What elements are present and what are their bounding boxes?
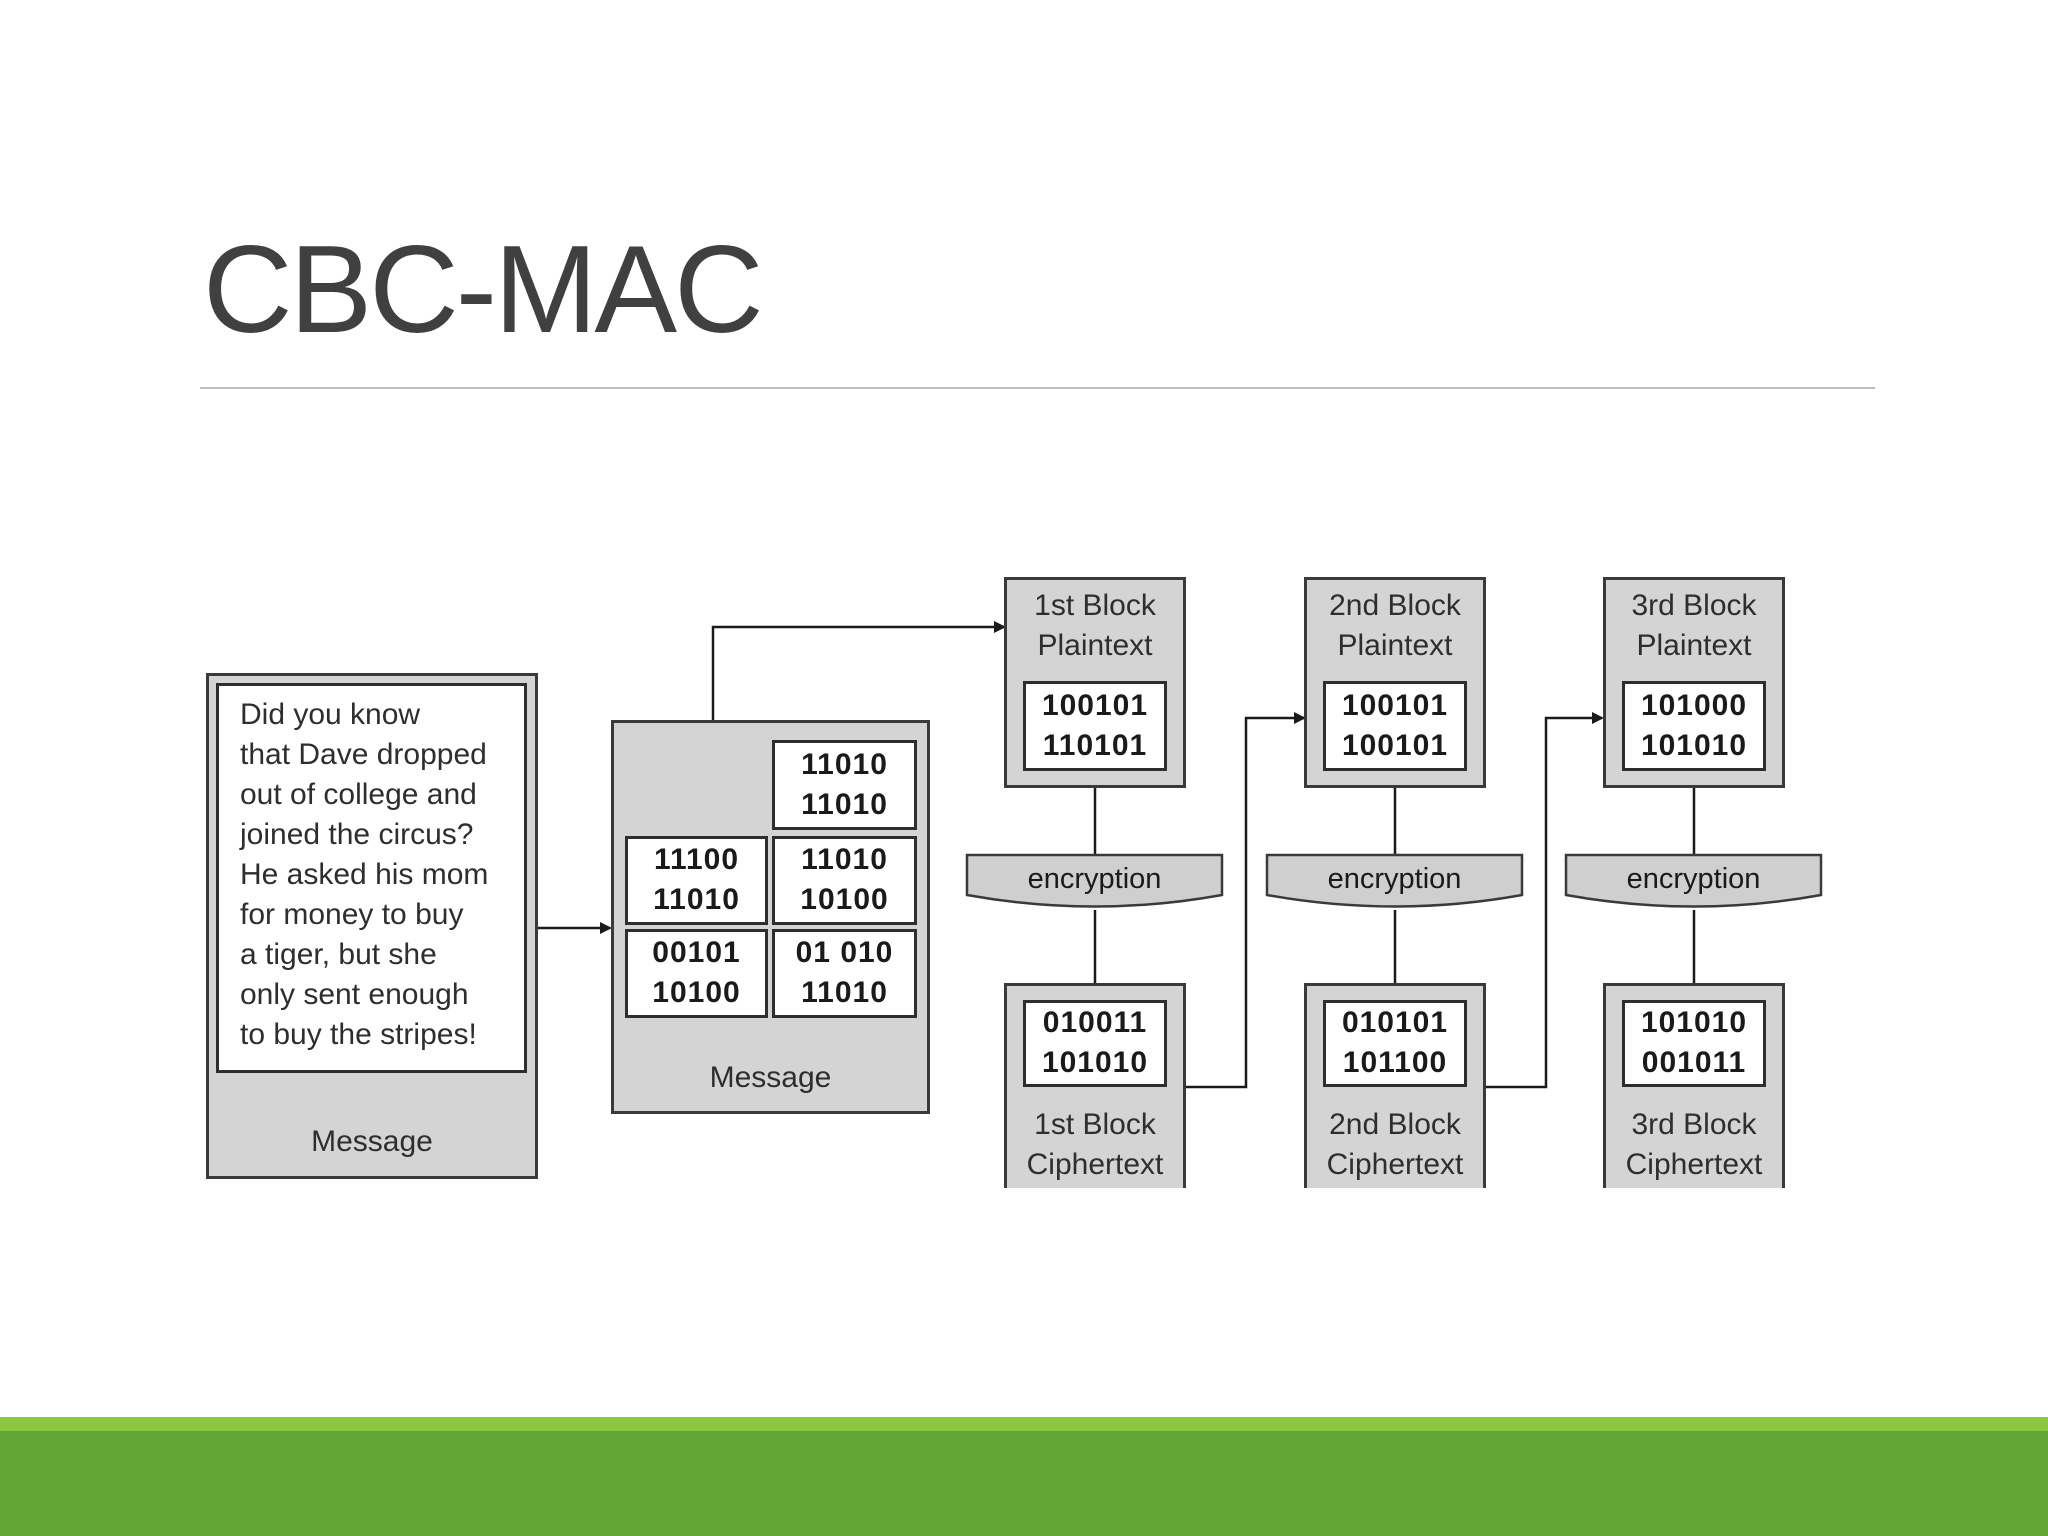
message-line: a tiger, but she xyxy=(240,938,437,971)
split-cell xyxy=(772,740,917,830)
encryption-banner-2 xyxy=(1265,853,1524,908)
message-line: that Dave dropped xyxy=(240,738,487,771)
block2-encryption-label: encryption xyxy=(1327,863,1462,895)
split-cell xyxy=(772,929,917,1018)
block2-plaintext-bits-panel xyxy=(1323,681,1467,771)
split-cell xyxy=(625,929,768,1018)
message-label: Message xyxy=(311,1125,433,1158)
block3-encryption-label: encryption xyxy=(1626,863,1761,895)
message-text-panel xyxy=(216,683,527,1073)
block1-ciphertext-bits-panel xyxy=(1023,1000,1167,1087)
message-line: for money to buy xyxy=(240,898,464,931)
message-line: to buy the stripes! xyxy=(240,1018,477,1051)
split-cell xyxy=(772,836,917,925)
message-line: Did you know xyxy=(240,698,421,731)
message-line: He asked his mom xyxy=(240,858,489,891)
footer-accent-dark xyxy=(0,1431,2048,1536)
arrow-cipher1-to-block2 xyxy=(1186,712,1306,1089)
block1-plaintext-bits-panel xyxy=(1023,681,1167,771)
message-text: Did you know that Dave dropped out of co… xyxy=(240,695,530,1055)
arrow-split-to-block1 xyxy=(711,621,1006,720)
message-line: out of college and xyxy=(240,778,477,811)
block2-ciphertext-bits-panel xyxy=(1323,1000,1467,1087)
slide-title: CBC-MAC xyxy=(203,221,764,359)
encryption-banner-1 xyxy=(965,853,1224,908)
block3-ciphertext-bits-panel xyxy=(1622,1000,1766,1087)
message-line: joined the circus? xyxy=(240,818,474,851)
split-message-label: Message xyxy=(709,1061,832,1094)
block1-encryption-label: encryption xyxy=(1027,863,1162,895)
title-divider xyxy=(200,387,1875,389)
footer-accent-light xyxy=(0,1417,2048,1431)
block3-plaintext-bits-panel xyxy=(1622,681,1766,771)
split-cell xyxy=(625,836,768,925)
message-line: only sent enough xyxy=(240,978,469,1011)
arrow-cipher2-to-block3 xyxy=(1486,712,1604,1089)
encryption-banner-3 xyxy=(1564,853,1823,908)
